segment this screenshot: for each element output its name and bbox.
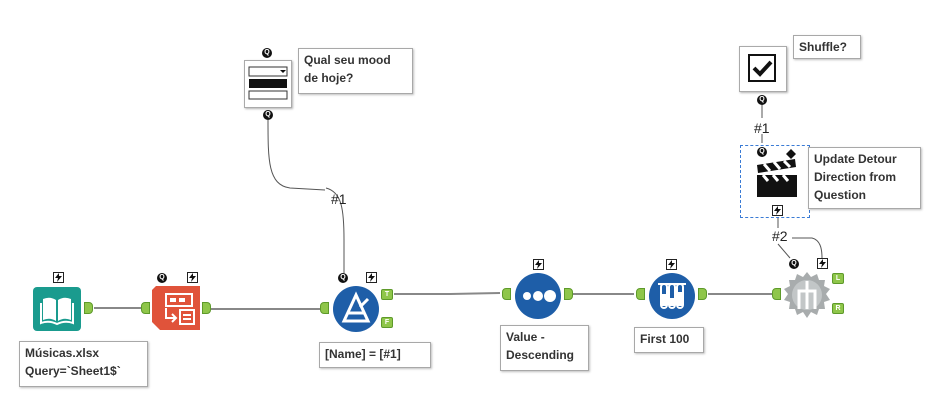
test-tubes-icon (649, 273, 695, 319)
dynamic-rename-tool[interactable] (152, 286, 200, 330)
lightning-icon (772, 205, 783, 216)
false-output-anchor[interactable]: F (381, 317, 393, 328)
input-tool-annotation: Músicas.xlsx Query=`Sheet1$` (19, 341, 148, 387)
diamond-icon (786, 146, 796, 159)
action-tool[interactable] (754, 159, 800, 199)
question-badge: Q (263, 110, 273, 120)
action-annotation: Update Detour Direction from Question (808, 147, 921, 209)
output-anchor[interactable] (84, 302, 93, 314)
detour-tool[interactable] (783, 271, 831, 319)
sort-annotation: Value - Descending (500, 325, 589, 371)
lightning-icon (533, 259, 544, 270)
sort-tool[interactable] (514, 272, 562, 320)
wire-label: #1 (331, 191, 347, 207)
filter-icon (333, 286, 379, 332)
input-anchor[interactable] (636, 288, 645, 300)
question-badge: Q (757, 147, 767, 157)
checkbox-question-tool[interactable] (739, 46, 787, 92)
left-output-anchor[interactable]: L (832, 273, 844, 284)
right-output-anchor[interactable]: R (832, 303, 844, 314)
output-anchor[interactable] (202, 302, 211, 314)
question-badge: Q (157, 273, 167, 283)
question-badge: Q (757, 95, 767, 105)
detour-end-icon (784, 272, 830, 318)
question-badge: Q (262, 48, 272, 58)
dropdown-annotation: Qual seu mood de hoje? (298, 48, 413, 94)
dropdown-icon (248, 66, 288, 100)
output-anchor[interactable] (698, 288, 707, 300)
sample-annotation: First 100 (634, 327, 704, 353)
wire-label: #2 (772, 228, 788, 244)
book-icon (33, 287, 81, 331)
input-anchor[interactable] (320, 302, 329, 314)
input-data-tool[interactable] (33, 287, 81, 331)
lightning-icon (817, 258, 828, 269)
dynamic-rename-icon (152, 286, 200, 330)
checkbox-annotation: Shuffle? (793, 35, 861, 59)
checkbox-icon (748, 54, 776, 82)
lightning-icon (53, 272, 64, 283)
lightning-icon (666, 259, 677, 270)
clapperboard-icon (757, 159, 797, 197)
input-anchor[interactable] (772, 288, 781, 300)
filter-tool[interactable] (332, 285, 380, 333)
input-anchor[interactable] (141, 302, 150, 314)
question-badge: Q (338, 273, 348, 283)
sort-icon (515, 273, 561, 319)
input-anchor[interactable] (502, 288, 511, 300)
wire-label: #1 (754, 120, 770, 136)
output-anchor[interactable] (564, 288, 573, 300)
sample-tool[interactable] (648, 272, 696, 320)
question-badge: Q (789, 259, 799, 269)
lightning-icon (187, 272, 198, 283)
filter-annotation: [Name] = [#1] (319, 342, 431, 368)
lightning-icon (366, 272, 377, 283)
dropdown-question-tool[interactable] (244, 60, 292, 108)
true-output-anchor[interactable]: T (381, 289, 393, 300)
